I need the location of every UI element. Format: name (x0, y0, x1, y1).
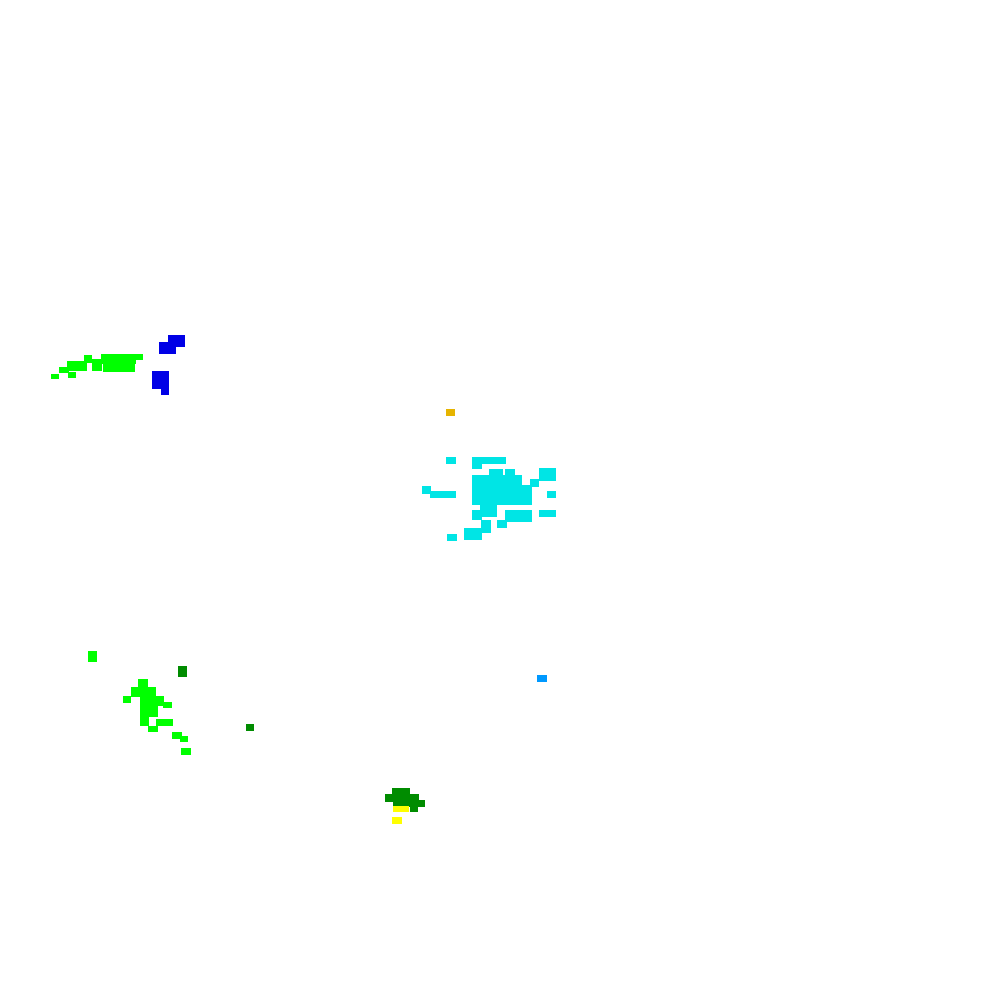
dark-green-cluster-bottom-pixel-block (392, 788, 410, 798)
yellow-cluster-bottom (392, 806, 409, 824)
cyan-cluster-center-pixel-block (489, 469, 503, 477)
cyan-cluster-center-pixel-block (480, 505, 497, 517)
green-cluster-bottom-left-pixel-block (123, 696, 131, 703)
yellow-cluster-bottom-pixel-block (392, 817, 402, 824)
cyan-cluster-center-pixel-block (505, 510, 532, 522)
green-cluster-top-left-pixel-block (68, 372, 76, 378)
blue-cluster-top-pixel-block (159, 342, 176, 354)
dark-green-speck-1 (178, 666, 187, 677)
cyan-cluster-center-pixel-block (472, 475, 522, 505)
cyan-cluster-center-pixel-block (422, 486, 431, 494)
cyan-cluster-center-pixel-block (430, 491, 456, 498)
dark-green-cluster-bottom-pixel-block (385, 794, 419, 802)
cyan-cluster-center (422, 457, 556, 541)
blue-cluster-top-pixel-block (161, 389, 169, 395)
dark-green-speck-1-pixel-block (178, 666, 187, 677)
blue-cluster-top (152, 335, 185, 395)
green-cluster-top-left-pixel-block (92, 359, 102, 371)
dark-green-cluster-bottom-pixel-block (408, 800, 425, 807)
green-cluster-bottom-left-pixel-block (148, 726, 158, 732)
green-cluster-top-left-pixel-block (59, 367, 69, 373)
green-cluster-top-left-pixel-block (67, 361, 87, 371)
dark-green-speck-2 (246, 724, 254, 731)
green-cluster-top-left-pixel-block (51, 374, 59, 379)
cyan-cluster-center-pixel-block (505, 469, 515, 477)
cyan-cluster-center-pixel-block (547, 491, 556, 498)
green-cluster-bottom-left (88, 651, 191, 755)
green-cluster-bottom-left-pixel-block (180, 736, 188, 742)
sky-blue-speck-pixel-block (537, 675, 547, 682)
cyan-cluster-center-pixel-block (472, 510, 482, 520)
yellow-cluster-bottom-pixel-block (393, 806, 409, 812)
green-cluster-bottom-left-pixel-block (163, 702, 172, 708)
green-cluster-top-left-pixel-block (135, 354, 143, 360)
green-cluster-top-left (51, 354, 143, 379)
green-cluster-bottom-left-pixel-block (88, 651, 97, 662)
green-cluster-top-left-pixel-block (101, 354, 136, 364)
cyan-cluster-center-pixel-block (447, 534, 457, 541)
dark-green-cluster-bottom-pixel-block (410, 807, 418, 812)
dark-green-speck-2-pixel-block (246, 724, 254, 731)
green-cluster-bottom-left-pixel-block (154, 696, 164, 706)
gold-speck-pixel-block (446, 409, 455, 416)
dark-green-cluster-bottom-pixel-block (393, 801, 417, 807)
gold-speck (446, 409, 455, 416)
green-cluster-bottom-left-pixel-block (140, 717, 149, 726)
cyan-cluster-center-pixel-block (464, 528, 482, 540)
pixel-clusters (51, 335, 556, 824)
cyan-cluster-center-pixel-block (497, 520, 507, 528)
cyan-cluster-center-pixel-block (530, 479, 539, 487)
cyan-cluster-center-pixel-block (481, 520, 491, 533)
cyan-cluster-center-pixel-block (472, 457, 506, 464)
cyan-cluster-center-pixel-block (472, 463, 482, 469)
dark-green-cluster-bottom (385, 788, 425, 812)
green-cluster-bottom-left-pixel-block (131, 687, 156, 697)
green-cluster-top-left-pixel-block (84, 355, 92, 363)
sky-blue-speck (537, 675, 547, 682)
green-cluster-bottom-left-pixel-block (172, 732, 182, 739)
green-cluster-bottom-left-pixel-block (181, 748, 191, 755)
cyan-cluster-center-pixel-block (522, 485, 532, 505)
cyan-cluster-center-pixel-block (446, 457, 456, 464)
blue-cluster-top-pixel-block (152, 371, 169, 389)
cyan-cluster-center-pixel-block (539, 468, 556, 481)
green-cluster-bottom-left-pixel-block (140, 697, 158, 717)
green-cluster-bottom-left-pixel-block (156, 719, 173, 726)
green-cluster-top-left-pixel-block (103, 364, 135, 372)
cyan-cluster-center-pixel-block (539, 510, 556, 517)
green-cluster-bottom-left-pixel-block (138, 679, 148, 687)
